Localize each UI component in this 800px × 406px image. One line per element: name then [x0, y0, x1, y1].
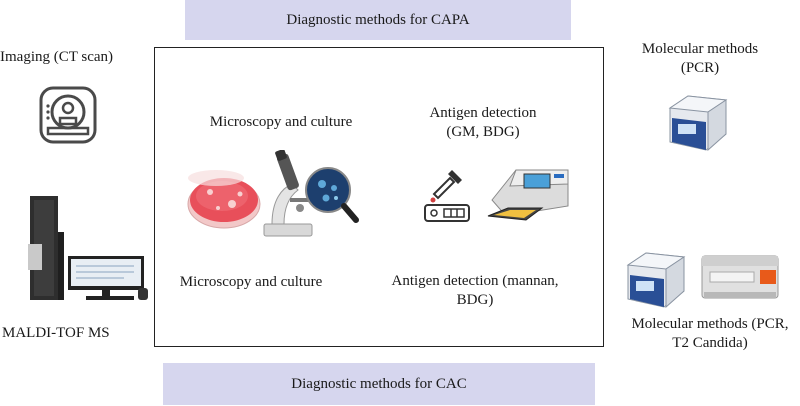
t2-instrument-icon: [701, 255, 779, 299]
antigen-cac-label: Antigen detection (mannan, BDG): [370, 272, 580, 310]
molecular-cac-label: Molecular methods (PCR, T2 Candida): [620, 315, 800, 353]
microscopy-cac-label: Microscopy and culture: [162, 273, 340, 292]
capa-banner-title: Diagnostic methods for CAPA: [286, 11, 470, 28]
maldi-label-text: MALDI-TOF MS: [2, 325, 110, 341]
antigen-capa-line1: Antigen detection: [429, 105, 537, 121]
pcr-machine-icon: [668, 95, 728, 152]
cac-banner-title: Diagnostic methods for CAC: [291, 375, 467, 392]
maldi-tof-instrument-icon: [28, 196, 148, 300]
microscopy-cac-text: Microscopy and culture: [179, 274, 323, 290]
microscope-icon: [263, 150, 313, 237]
microscopy-capa-text: Microscopy and culture: [209, 114, 353, 130]
antigen-cac-line1: Antigen detection (mannan,: [391, 273, 559, 289]
molecular-capa-line1: Molecular methods: [641, 41, 759, 57]
elisa-reader-icon: [487, 169, 569, 221]
imaging-label: Imaging (CT scan): [0, 48, 130, 67]
molecular-capa-line2: (PCR): [680, 60, 720, 76]
petri-dish-icon: [187, 170, 261, 229]
maldi-label: MALDI-TOF MS: [2, 324, 132, 343]
molecular-capa-label: Molecular methods (PCR): [620, 40, 780, 78]
magnifier-icon: [305, 167, 359, 223]
dropper-icon: [430, 170, 462, 203]
microscopy-capa-label: Microscopy and culture: [192, 113, 370, 132]
pcr-machine-icon: [626, 252, 686, 309]
molecular-cac-line1: Molecular methods (PCR,: [631, 316, 789, 332]
antigen-capa-label: Antigen detection (GM, BDG): [408, 104, 558, 142]
test-cassette-icon: [424, 204, 470, 222]
molecular-cac-line2: T2 Candida): [672, 335, 748, 351]
capa-banner: Diagnostic methods for CAPA: [185, 0, 571, 40]
ct-scanner-icon: [39, 86, 97, 144]
antigen-cac-line2: BDG): [456, 292, 494, 308]
imaging-label-text: Imaging (CT scan): [0, 49, 114, 65]
methods-frame: [154, 47, 604, 347]
cac-banner: Diagnostic methods for CAC: [163, 363, 595, 405]
antigen-capa-line2: (GM, BDG): [446, 124, 520, 140]
